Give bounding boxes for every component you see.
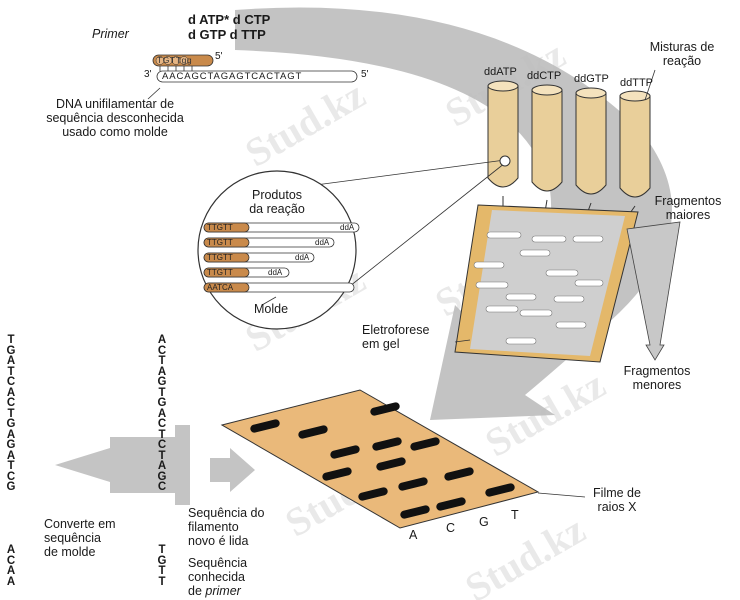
reaction-mixtures-label: Misturas de reação	[649, 40, 715, 68]
template-description: DNA unifilamentar de sequência desconhec…	[46, 97, 184, 139]
gel-bands	[473, 231, 604, 345]
tube-label-ddctp: ddCTP	[527, 70, 562, 82]
gel-electrophoresis-label: Eletroforese em gel	[362, 323, 430, 351]
product-terminator: ddA	[268, 268, 283, 277]
product-fragments	[203, 222, 360, 306]
tube-label-ddgtp: ddGTP	[574, 73, 609, 85]
product-row: TTGTT	[207, 238, 233, 247]
film-bands	[250, 402, 515, 519]
tube-ddctp	[531, 84, 563, 192]
converted-template-sequence: T G A T C A C T G A G A T C G	[6, 334, 16, 493]
primer-sequence-known: T G T T	[157, 544, 167, 588]
primer-label: Primer	[92, 27, 129, 41]
product-row: AATCA	[207, 283, 234, 292]
larger-fragments-label: Fragmentos maiores	[654, 194, 722, 222]
xray-film	[220, 389, 586, 529]
tube-ddatp	[487, 80, 519, 188]
primer-strand	[147, 54, 358, 100]
product-row: TTGTT	[207, 223, 233, 232]
lane-label-a: A	[409, 528, 418, 542]
known-primer-label: Sequência conhecida de primer	[188, 556, 248, 598]
nucleotide-label: d ATP* d CTP	[188, 12, 270, 27]
product-terminator: ddA	[295, 253, 310, 262]
product-terminator: ddA	[340, 223, 355, 232]
new-strand-read-label: Sequência do filamento novo é lida	[188, 506, 265, 548]
left-arrow	[55, 425, 190, 505]
tube-ddttp	[619, 90, 651, 198]
template-5-end: 5'	[361, 69, 369, 80]
size-gradient-arrow	[626, 221, 681, 361]
smaller-fragments-label: Fragmentos menores	[623, 364, 691, 392]
left-arrow	[210, 448, 255, 492]
primer-5-end: 5'	[215, 51, 223, 62]
primer-sequence: TGTTgg	[157, 55, 193, 65]
dgtp-label: d GTP	[188, 27, 227, 42]
nucleotide-label: d GTP d TTP	[188, 27, 266, 42]
dttp-label: d TTP	[229, 27, 266, 42]
product-terminator: ddA	[315, 238, 330, 247]
tube-ddgtp	[575, 87, 607, 195]
lane-label-c: C	[446, 521, 456, 535]
converted-template-primer-part: A C A A	[6, 544, 16, 588]
template-sequence: AACAGCTAGAGTCACTAGT	[162, 71, 303, 82]
convert-to-template-label: Converte em sequência de molde	[44, 517, 116, 559]
template-label: Molde	[254, 302, 289, 316]
xray-film-label: Filme de raios X	[593, 486, 641, 514]
lane-label-t: T	[511, 508, 519, 522]
template-3-end: 3'	[144, 69, 152, 80]
magnifier	[197, 155, 511, 330]
lane-label-g: G	[479, 515, 489, 529]
gel-slab	[454, 204, 639, 363]
datp-label: d ATP*	[188, 12, 230, 27]
dctp-label: d CTP	[232, 12, 271, 27]
tube-label-ddatp: ddATP	[484, 66, 517, 78]
reaction-tubes	[487, 69, 656, 198]
tube-label-ddttp: ddTTP	[620, 77, 654, 89]
product-row: TTGTT	[207, 268, 233, 277]
product-row: TTGTT	[207, 253, 233, 262]
new-strand-sequence: A C T A G T G A C T C T A G C	[157, 334, 167, 493]
reaction-products-title: Produtos da reação	[249, 188, 305, 216]
